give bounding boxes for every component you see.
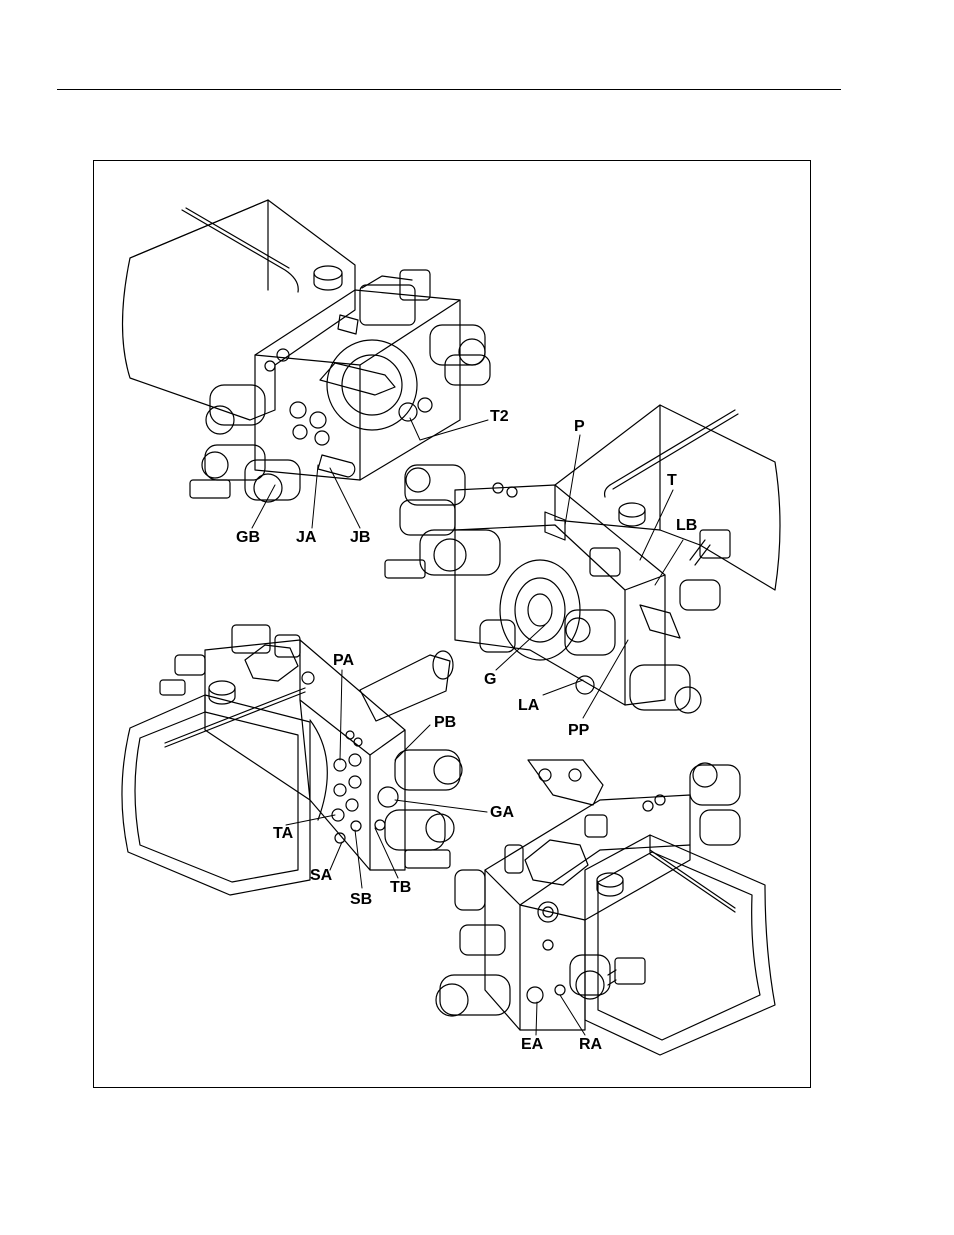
- callout-t: T: [667, 473, 677, 489]
- callout-pb: PB: [434, 715, 456, 731]
- manifold-view-top-right: [385, 405, 780, 713]
- callout-pa: PA: [333, 653, 354, 669]
- callout-ea: EA: [521, 1037, 543, 1053]
- callout-p: P: [574, 419, 585, 435]
- callout-g: G: [484, 672, 496, 688]
- manifold-view-top-left: [123, 200, 491, 502]
- callout-sa: SA: [310, 868, 332, 884]
- callout-sb: SB: [350, 892, 372, 908]
- leader-lines: [252, 418, 683, 1035]
- callout-ra: RA: [579, 1037, 602, 1053]
- callout-tb: TB: [390, 880, 411, 896]
- manifold-view-bottom-left: [122, 625, 462, 895]
- callout-jb: JB: [350, 530, 370, 546]
- callout-la: LA: [518, 698, 539, 714]
- callout-ta: TA: [273, 826, 293, 842]
- callout-pp: PP: [568, 723, 589, 739]
- callout-gb: GB: [236, 530, 260, 546]
- callout-ja: JA: [296, 530, 316, 546]
- manifold-view-bottom-right: [436, 760, 775, 1055]
- callout-lb: LB: [676, 518, 697, 534]
- callout-ga: GA: [490, 805, 514, 821]
- callout-t2: T2: [490, 409, 509, 425]
